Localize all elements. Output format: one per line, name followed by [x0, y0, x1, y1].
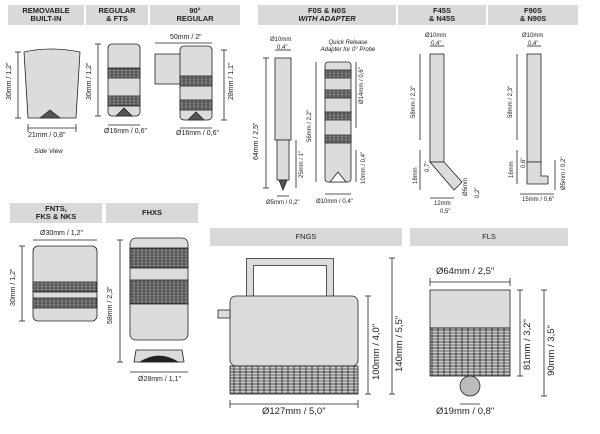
header-f45s-line1: F45S — [433, 5, 451, 15]
header-f0s-line2: WITH ADAPTER — [298, 14, 356, 23]
header-90-regular: 90° REGULAR — [150, 5, 240, 25]
adapter-tip-label: 10mm / 0,4" — [361, 151, 367, 184]
header-f0s: F0S & N0S WITH ADAPTER — [258, 5, 396, 25]
ninety-top-label: 50mm / 2" — [170, 34, 202, 41]
header-regular-line2: & FTS — [106, 14, 128, 23]
header-f90s: F90S & N90S — [488, 5, 578, 25]
fls-height2-label: 90mm / 3,5" — [546, 325, 557, 376]
f45s-tip-label-2: 0,2" — [475, 187, 481, 198]
f0s-bottom-label: Ø5mm / 0,2" — [266, 200, 300, 206]
fngs-probe — [217, 257, 395, 408]
adapter-note-line1: Quick Release — [328, 40, 368, 46]
f90s-top-label: Ø10mm — [522, 33, 544, 39]
f0s-top-label-2: 0,4" — [277, 45, 288, 51]
adapter-diameter-label: Ø14mm / 0,6" — [359, 67, 365, 104]
header-removable-line2: BUILT-IN — [30, 14, 62, 23]
adapter-note: Quick Release Adapter for 0° Probe — [306, 40, 390, 54]
regular-probe — [95, 43, 141, 126]
f0s-probe — [263, 49, 297, 197]
header-90-line2: REGULAR — [176, 14, 214, 23]
f45s-top-label: Ø10mm — [425, 33, 447, 39]
f45s-low-label: 18mm — [413, 167, 419, 184]
fnts-height-label: 30mm / 1,2" — [10, 268, 17, 307]
header-removable-line1: REMOVABLE — [22, 5, 70, 15]
header-fnts-line1: FNTS, — [45, 203, 67, 213]
regular-width-label: Ø16mm / 0,6" — [104, 128, 147, 135]
fngs-height1-label: 100mm / 4,0" — [371, 323, 382, 380]
ninety-probe — [154, 42, 227, 129]
header-f45s: F45S & N45S — [398, 5, 486, 25]
fls-height1-label: 81mm / 3,2" — [522, 319, 533, 370]
removable-height-label: 30mm / 1,2" — [6, 62, 13, 101]
header-fls: FLS — [410, 228, 568, 246]
f0s-height-label: 64mm / 2,5" — [253, 122, 260, 161]
fhxs-height-label: 58mm / 2,3" — [107, 286, 114, 325]
fls-bottom-label: Ø19mm / 0,8" — [436, 406, 495, 417]
side-view-label: Side View — [34, 148, 63, 155]
f90s-bottom-label: 15mm / 0,6" — [522, 197, 555, 203]
regular-height-label: 30mm / 1,2" — [86, 62, 93, 101]
ninety-height-label: 28mm / 1,1" — [228, 62, 235, 101]
f45s-height-label: 58mm / 2,3" — [411, 85, 417, 118]
fhxs-width-label: Ø28mm / 1,1" — [138, 376, 181, 383]
f90s-low-label-2: 0,6" — [521, 157, 527, 168]
header-f90s-line2: & N90S — [519, 14, 547, 23]
f90s-probe — [516, 45, 556, 195]
f45s-low-label-2: 0,7" — [425, 161, 431, 172]
f90s-low-label: 16mm — [509, 161, 515, 178]
header-fnts: FNTS, FKS & NKS — [10, 203, 102, 223]
f45s-bottom-label: 12mm — [434, 201, 451, 207]
f90s-tip-label: Ø5mm / 0,2" — [561, 156, 567, 190]
ninety-width-label: Ø16mm / 0,6" — [176, 130, 219, 137]
adapter-height-label: 56mm / 2,2" — [307, 109, 313, 142]
fnts-top-label: Ø30mm / 1,2" — [40, 230, 83, 237]
header-fngs-label: FNGS — [295, 231, 317, 241]
fnts-probe — [19, 239, 98, 322]
removable-probe — [15, 48, 81, 132]
header-fhxs-label: FHXS — [141, 207, 162, 217]
f45s-probe — [419, 45, 463, 199]
f0s-top-label: Ø10mm — [270, 37, 292, 43]
header-removable: REMOVABLE BUILT-IN — [8, 5, 84, 25]
fhxs-probe — [117, 237, 189, 373]
f45s-bottom-label-2: 0,5" — [440, 209, 451, 215]
header-regular-line1: REGULAR — [98, 5, 136, 15]
f0s-tip-label: 25mm / 1" — [299, 150, 305, 178]
header-fhxs: FHXS — [106, 203, 198, 223]
fngs-width-label: Ø127mm / 5,0" — [262, 406, 326, 417]
header-f90s-line1: F90S — [524, 5, 542, 15]
fngs-height2-label: 140mm / 5,5" — [394, 315, 405, 372]
header-fnts-line2: FKS & NKS — [35, 212, 77, 221]
header-fngs: FNGS — [210, 228, 402, 246]
adapter-bottom-label: Ø10mm / 0,4" — [316, 199, 353, 205]
f45s-tip-label: Ø5mm — [463, 178, 469, 196]
f45s-top-label-2: 0,4" — [431, 41, 442, 47]
header-90-line1: 90° — [189, 5, 201, 15]
fls-probe — [429, 278, 547, 405]
adapter-note-line2: Adapter for 0° Probe — [320, 47, 376, 53]
fls-top-label: Ø64mm / 2,5" — [436, 266, 495, 277]
removable-width-label: 21mm / 0,8" — [28, 132, 66, 139]
adapter — [315, 61, 357, 195]
f90s-height-label: 58mm / 2,3" — [508, 85, 514, 118]
header-f0s-line1: F0S & N0S — [308, 5, 346, 15]
f90s-top-label-2: 0,4" — [528, 41, 539, 47]
header-regular: REGULAR & FTS — [86, 5, 148, 25]
header-fls-label: FLS — [482, 231, 496, 241]
header-f45s-line2: & N45S — [428, 14, 456, 23]
